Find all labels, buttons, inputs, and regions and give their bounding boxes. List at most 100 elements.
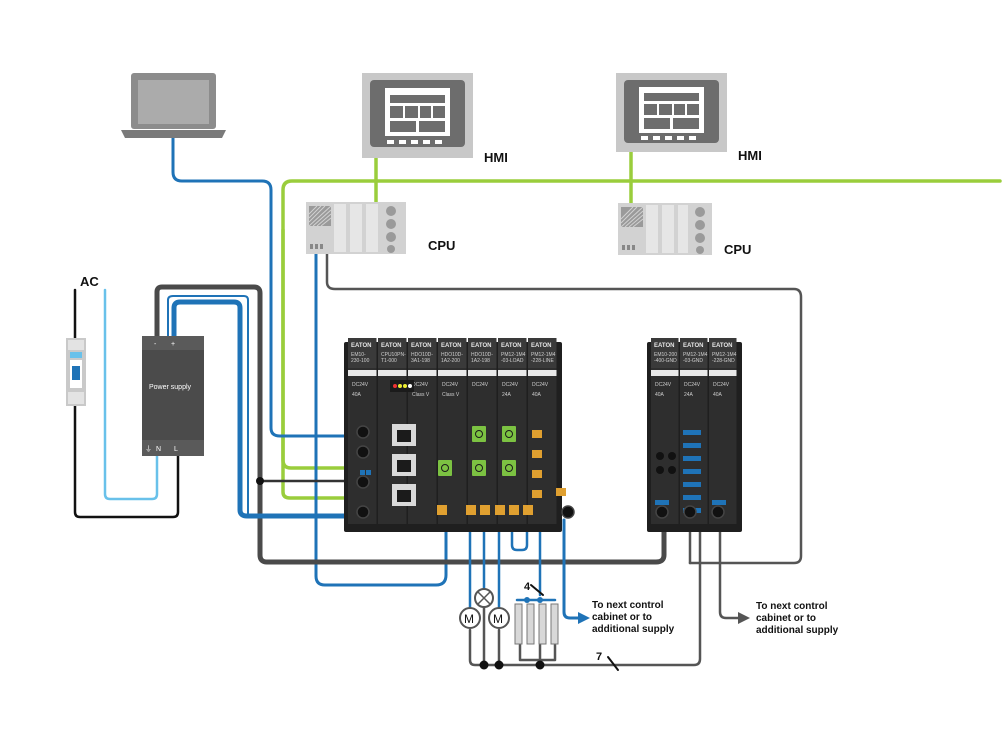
cable-cpu-station2 bbox=[325, 250, 803, 565]
lamp bbox=[474, 588, 494, 608]
module-current: 24A bbox=[684, 392, 694, 398]
module-voltage: DC24V bbox=[412, 382, 429, 388]
module-current: 40A bbox=[655, 392, 665, 398]
module-brand: EATON bbox=[471, 343, 491, 349]
circuit-breaker bbox=[66, 338, 86, 406]
module-type-line1: PM12-1M4 bbox=[531, 352, 556, 358]
laptop bbox=[121, 73, 226, 138]
module-brand: EATON bbox=[683, 343, 703, 349]
ethernet-port-2 bbox=[392, 454, 416, 476]
motor-2: M bbox=[488, 607, 510, 629]
terminal-3 bbox=[356, 475, 370, 489]
svg-text:+: + bbox=[171, 341, 175, 348]
terminal-5 bbox=[561, 505, 575, 519]
fuse-1 bbox=[438, 460, 452, 476]
module-current: 24A bbox=[502, 392, 512, 398]
cpu-unit-2 bbox=[618, 203, 712, 255]
ethernet-cpu bbox=[314, 250, 448, 587]
module-current: 40A bbox=[713, 392, 723, 398]
module-type-line2: 1A2-198 bbox=[471, 358, 490, 364]
cpu-label-1: CPU bbox=[428, 238, 455, 253]
module-type-line2: 230-100 bbox=[351, 358, 370, 364]
terminal-orange-2 bbox=[466, 505, 476, 515]
terminal-orange-5 bbox=[509, 505, 519, 515]
io-station-2: EATON EM10-200-400-GND DC24V 40A EATON PM12-1… bbox=[647, 338, 742, 532]
module-voltage: DC24V bbox=[472, 382, 489, 388]
ac-line-lightblue bbox=[103, 288, 159, 501]
junction-dots bbox=[256, 477, 545, 670]
module-brand: EATON bbox=[411, 343, 431, 349]
fuse-3 bbox=[472, 460, 486, 476]
hmi-panel-1 bbox=[362, 73, 473, 158]
module-type-line1: CPU10PN- bbox=[381, 352, 406, 358]
terminal-orange-1 bbox=[437, 505, 447, 515]
module-current: 40A bbox=[352, 392, 362, 398]
svg-text:M: M bbox=[493, 612, 503, 626]
s2-module-1: EATON EM10-200-400-GND DC24V 40A bbox=[651, 338, 679, 524]
module-type-line1: HDO10D- bbox=[441, 352, 463, 358]
module-type-line1: EM10- bbox=[351, 352, 366, 358]
module-type-line1: PM12-1M4 bbox=[712, 352, 737, 358]
station2-terminal-1 bbox=[655, 505, 669, 519]
module-type-line2: -228-GND bbox=[712, 358, 735, 364]
motor-1: M bbox=[459, 607, 481, 629]
fuse-4 bbox=[502, 426, 516, 442]
terminal-2 bbox=[356, 445, 370, 459]
terminal-orange-4 bbox=[495, 505, 505, 515]
svg-text:M: M bbox=[464, 612, 474, 626]
power-supply-minus bbox=[154, 284, 667, 565]
svg-text:N: N bbox=[156, 446, 161, 453]
fuse-5 bbox=[502, 460, 516, 476]
station2-terminal-2 bbox=[683, 505, 697, 519]
svg-text:⏚: ⏚ bbox=[145, 445, 152, 453]
ethernet-port-3 bbox=[392, 484, 416, 506]
fuse-2 bbox=[472, 426, 486, 442]
module-type-line2: -03-LOAD bbox=[501, 358, 524, 364]
terminal-orange-3 bbox=[480, 505, 490, 515]
sensors bbox=[514, 603, 559, 645]
cpu-label-2: CPU bbox=[724, 242, 751, 257]
power-supply-plus-2 bbox=[167, 295, 249, 515]
module-current: Class V bbox=[412, 392, 430, 398]
module-brand: EATON bbox=[441, 343, 461, 349]
module-brand: EATON bbox=[654, 343, 674, 349]
next-cabinet-label-1: To next control cabinet or to additional… bbox=[592, 600, 675, 635]
wire-count-4: 4 bbox=[524, 581, 531, 593]
module-type-line2: T1-000 bbox=[381, 358, 397, 364]
ac-label: AC bbox=[80, 274, 99, 289]
module-current: Class V bbox=[442, 392, 460, 398]
module-type-line1: PM12-1M4 bbox=[683, 352, 708, 358]
module-type-line1: EM10-200 bbox=[654, 352, 677, 358]
terminal-orange-6 bbox=[523, 505, 533, 515]
hmi-label-1: HMI bbox=[484, 150, 508, 165]
ethernet-port-1 bbox=[392, 424, 416, 446]
module-voltage: DC24V bbox=[532, 382, 549, 388]
module-brand: EATON bbox=[351, 343, 371, 349]
module-voltage: DC24V bbox=[713, 382, 730, 388]
svg-text:-: - bbox=[154, 341, 157, 348]
module-type-line1: PM12-1M4 bbox=[501, 352, 526, 358]
cpu-unit-1 bbox=[306, 202, 406, 254]
module-type-line2: -400-GND bbox=[654, 358, 677, 364]
module-voltage: DC24V bbox=[502, 382, 519, 388]
module-brand: EATON bbox=[712, 343, 732, 349]
power-supply-plus bbox=[171, 299, 375, 519]
arrow-next-cabinet-2 bbox=[738, 612, 750, 624]
station2-terminal-3 bbox=[711, 505, 725, 519]
module-type-line2: -228-LINE bbox=[531, 358, 554, 364]
wire-count-7: 7 bbox=[596, 651, 602, 663]
next-cabinet-label-2: To next control cabinet or to additional… bbox=[756, 601, 839, 636]
ethernet-laptop bbox=[171, 136, 410, 438]
module-voltage: DC24V bbox=[655, 382, 672, 388]
hmi-panel-2 bbox=[616, 73, 727, 152]
module-type-line2: 1A2-200 bbox=[441, 358, 460, 364]
wires bbox=[73, 136, 1002, 671]
module-type-line2: 3A1-198 bbox=[411, 358, 430, 364]
s2-module-3: EATON PM12-1M4-228-GND DC24V 40A bbox=[709, 338, 737, 524]
hmi-label-2: HMI bbox=[738, 148, 762, 163]
svg-text:L: L bbox=[174, 446, 178, 453]
ac-line-black bbox=[73, 288, 180, 519]
module-brand: EATON bbox=[381, 343, 401, 349]
